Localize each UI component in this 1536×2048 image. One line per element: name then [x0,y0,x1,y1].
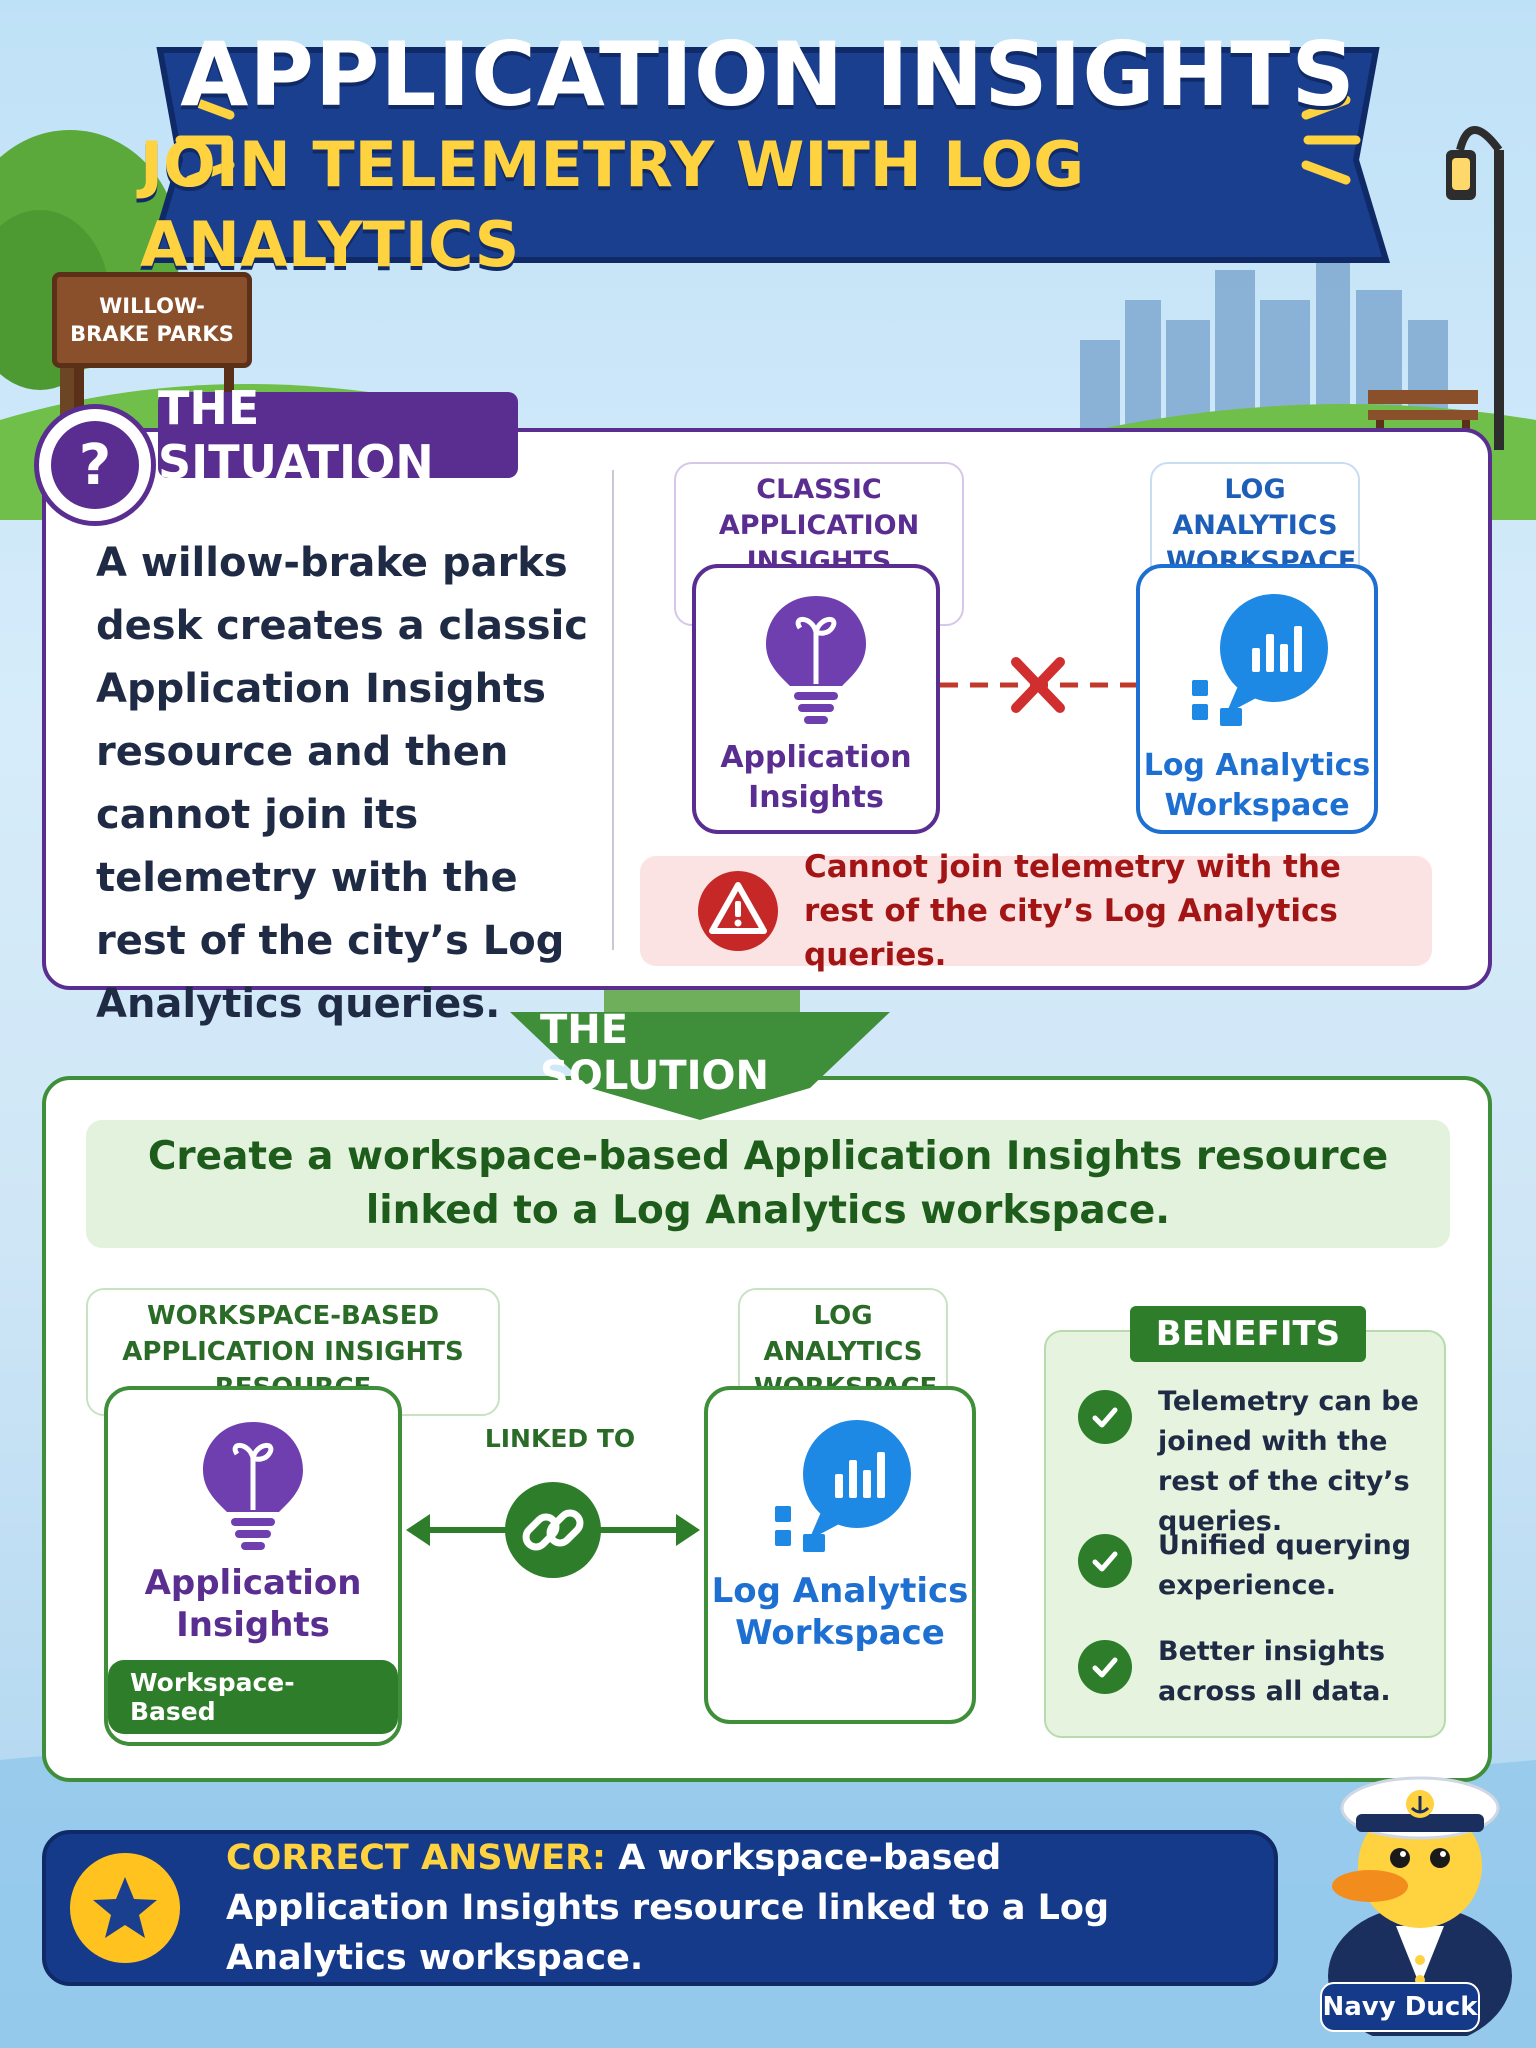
question-mark-icon: ? [51,421,139,509]
mascot-label: Navy Duck [1320,1982,1480,2032]
situation-header: THE SITUATION [158,381,518,489]
chain-link-icon [522,1509,584,1551]
benefit-item: Telemetry can be joined with the rest of… [1078,1382,1428,1542]
warning-icon [698,871,778,951]
log-analytics-icon [775,1420,911,1552]
benefit-item: Better insights across all data. [1078,1632,1428,1712]
banner-ribbon [145,47,1391,263]
star-icon [70,1853,180,1963]
question-badge: ? [34,404,156,526]
benefit-item: Unified querying experience. [1078,1526,1428,1606]
solution-arrow-banner [510,1012,890,1120]
park-sign: WILLOW-BRAKE PARKS [52,272,252,368]
correct-answer-body: A workspace-based Application Insights r… [226,1838,1110,1978]
workspace-based-app-insights-tile: Application Insights Workspace-Based [104,1386,402,1746]
situation-description: A willow-brake parks desk creates a clas… [96,540,589,1027]
law-name-situation: Log Analytics Workspace [1143,748,1371,823]
error-message-box: Cannot join telemetry with the rest of t… [640,849,1432,973]
check-icon [1078,1534,1132,1588]
lightbulb-icon [766,596,866,724]
classic-app-insights-tile: Application Insights [692,564,940,834]
solution-header: THE SOLUTION [540,1007,770,1099]
correct-answer-prefix: CORRECT ANSWER: [226,1838,607,1878]
broken-link-icon [940,657,1136,713]
solution-statement: Create a workspace-based Application Ins… [86,1120,1450,1248]
workspace-app-insights-name: Application Insights [144,1563,362,1645]
title-banner: APPLICATION INSIGHTS JOIN TELEMETRY WITH… [140,25,1396,281]
linked-to-label: LINKED TO [484,1424,636,1453]
check-icon [1078,1640,1132,1694]
workspace-based-badge: Workspace-Based [108,1660,398,1734]
page-subtitle: JOIN TELEMETRY WITH LOG ANALYTICS [140,128,1085,281]
error-message: Cannot join telemetry with the rest of t… [804,849,1341,973]
law-tile-situation: Log Analytics Workspace [1136,564,1378,834]
correct-answer-text: CORRECT ANSWER: A workspace-based Applic… [226,1833,1226,1983]
lightbulb-icon [203,1422,303,1550]
log-analytics-icon [1192,594,1328,726]
benefits-header: BENEFITS [1130,1306,1366,1362]
page-title: APPLICATION INSIGHTS [180,23,1356,126]
check-icon [1078,1390,1132,1444]
benefit-text: Unified querying experience. [1158,1530,1412,1601]
link-connector [406,1482,700,1578]
classic-app-insights-name: Application Insights [720,740,912,815]
situation-divider [612,470,614,950]
benefit-text: Telemetry can be joined with the rest of… [1158,1386,1419,1537]
correct-answer-bar: CORRECT ANSWER: A workspace-based Applic… [42,1830,1278,1986]
law-tile-solution: Log Analytics Workspace [704,1386,976,1724]
benefit-text: Better insights across all data. [1158,1636,1391,1707]
law-name-solution: Log Analytics Workspace [711,1571,969,1653]
